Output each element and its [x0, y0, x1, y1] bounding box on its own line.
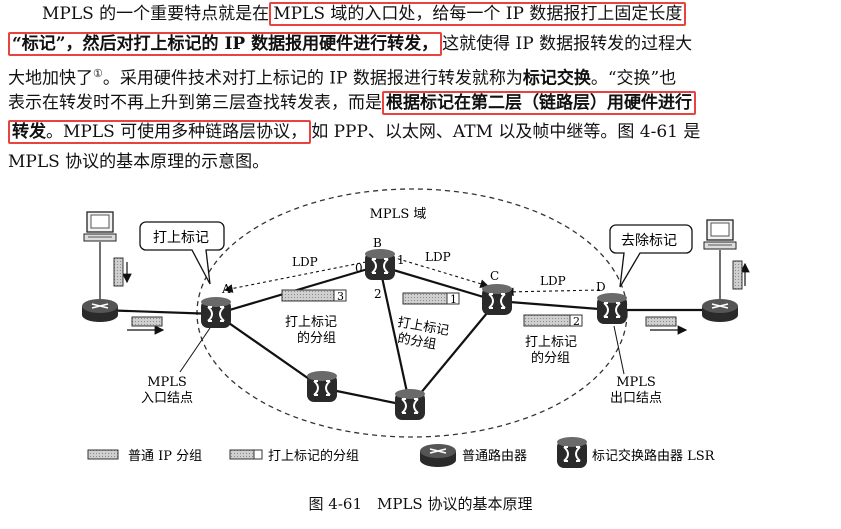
node-d-label: D: [596, 280, 606, 294]
host-right-computer-icon: [703, 219, 737, 250]
port-1-label: 1: [397, 253, 405, 267]
highlight-box-3: 根据标记在第二层（链路层）用硬件进行: [382, 90, 696, 115]
ldp-label-ab: LDP: [292, 255, 318, 269]
legend-labeled-packet-swatch: [229, 449, 255, 460]
highlight-box-2: “标记”，然后对打上标记的 IP 数据报用硬件进行转发，: [8, 31, 443, 56]
lsr-bottom-left-icon: [306, 370, 338, 403]
lsr-c-icon: [481, 283, 513, 316]
port-0-label: 0: [355, 261, 363, 275]
host-left-computer-icon: [83, 211, 117, 242]
svg-text:3: 3: [337, 290, 344, 303]
legend-lsr-icon: [556, 436, 588, 469]
term-label-switching: 标记交换: [522, 68, 591, 89]
legend-normal-packet-label: 普通 IP 分组: [128, 449, 202, 464]
ingress-label-1: MPLS: [147, 375, 187, 390]
node-a-label: A: [221, 282, 231, 296]
normal-packet-left-vertical: [113, 257, 124, 287]
legend: 普通 IP 分组 打上标记的分组 普通路由器 标记交换路由器 LSR: [87, 436, 716, 469]
legend-normal-packet-swatch: [87, 449, 119, 460]
edge-router-right-icon: [701, 298, 739, 323]
host-links: [99, 242, 721, 306]
node-c-label: C: [490, 269, 499, 283]
legend-labeled-packet-label: 打上标记的分组: [268, 448, 359, 464]
lsr-b-icon: [364, 248, 396, 281]
labeled-group-caption-3b: 的分组: [531, 350, 570, 366]
labeled-group-caption-2b: 的分组: [396, 330, 437, 353]
labeled-group-caption-1a: 打上标记: [285, 315, 337, 330]
lsr-d-icon: [596, 292, 628, 325]
callout-remove-label: 去除标记: [609, 224, 693, 288]
svg-text:去除标记: 去除标记: [621, 233, 677, 249]
ldp-label-cd: LDP: [540, 274, 566, 288]
text-line-4: 表示在转发时不再上升到第三层查找转发表，而是根据标记在第二层（链路层）用硬件进行: [8, 89, 834, 119]
edge-router-left-icon: [81, 298, 119, 323]
ldp-arrows: [223, 256, 601, 297]
legend-lsr-label: 标记交换路由器 LSR: [592, 448, 716, 464]
lsr-bottom-right-icon: [394, 388, 426, 421]
normal-packet-right: [645, 316, 677, 327]
labeled-group-caption-1b: 的分组: [297, 330, 336, 346]
lsr-a-icon: [200, 296, 232, 329]
legend-normal-router-label: 普通路由器: [462, 448, 527, 464]
text-line-3: 大地加快了①。采用硬件技术对打上标记的 IP 数据报进行转发就称为标记交换。“交…: [8, 67, 677, 89]
labeled-group-caption-3a: 打上标记: [525, 335, 577, 350]
text-line-2: “标记”，然后对打上标记的 IP 数据报用硬件进行转发，这就使得 IP 数据报转…: [8, 30, 834, 60]
labeled-packet-1: 1: [402, 292, 460, 306]
port-2-label: 2: [374, 287, 382, 301]
flow-arrows: [122, 262, 750, 335]
legend-normal-router-icon: [419, 443, 457, 468]
labeled-packet-3: 3: [281, 289, 347, 303]
highlight-box-4: 转发。MPLS 可使用多种链路层协议，: [8, 120, 312, 144]
highlight-box-1: MPLS 域的入口处，给每一个 IP 数据报打上固定长度: [269, 2, 687, 26]
svg-text:打上标记: 打上标记: [153, 229, 209, 246]
ingress-label-2: 入口结点: [141, 391, 193, 406]
svg-text:1: 1: [450, 293, 457, 306]
egress-label-1: MPLS: [616, 375, 656, 390]
ingress-pointer: [179, 327, 211, 373]
node-b-label: B: [373, 236, 382, 250]
svg-text:2: 2: [573, 315, 580, 328]
callout-add-label: 打上标记: [139, 221, 225, 285]
text-line-6: MPLS 协议的基本原理的示意图。: [8, 151, 270, 172]
network-links: [99, 264, 720, 408]
normal-packet-right-vertical: [732, 260, 743, 290]
labeled-packet-2: 2: [523, 314, 583, 328]
mpls-domain-label: MPLS 域: [370, 207, 427, 222]
egress-label-2: 出口结点: [610, 391, 662, 406]
footnote-marker: ①: [93, 67, 103, 80]
egress-pointer: [613, 325, 625, 375]
normal-packet-left: [131, 316, 163, 327]
figure-caption: 图 4-61 MPLS 协议的基本原理: [308, 495, 533, 513]
text-line-5: 转发。MPLS 可使用多种链路层协议，如 PPP、以太网、ATM 以及帧中继等。…: [8, 118, 834, 148]
ldp-label-bc: LDP: [425, 250, 451, 264]
